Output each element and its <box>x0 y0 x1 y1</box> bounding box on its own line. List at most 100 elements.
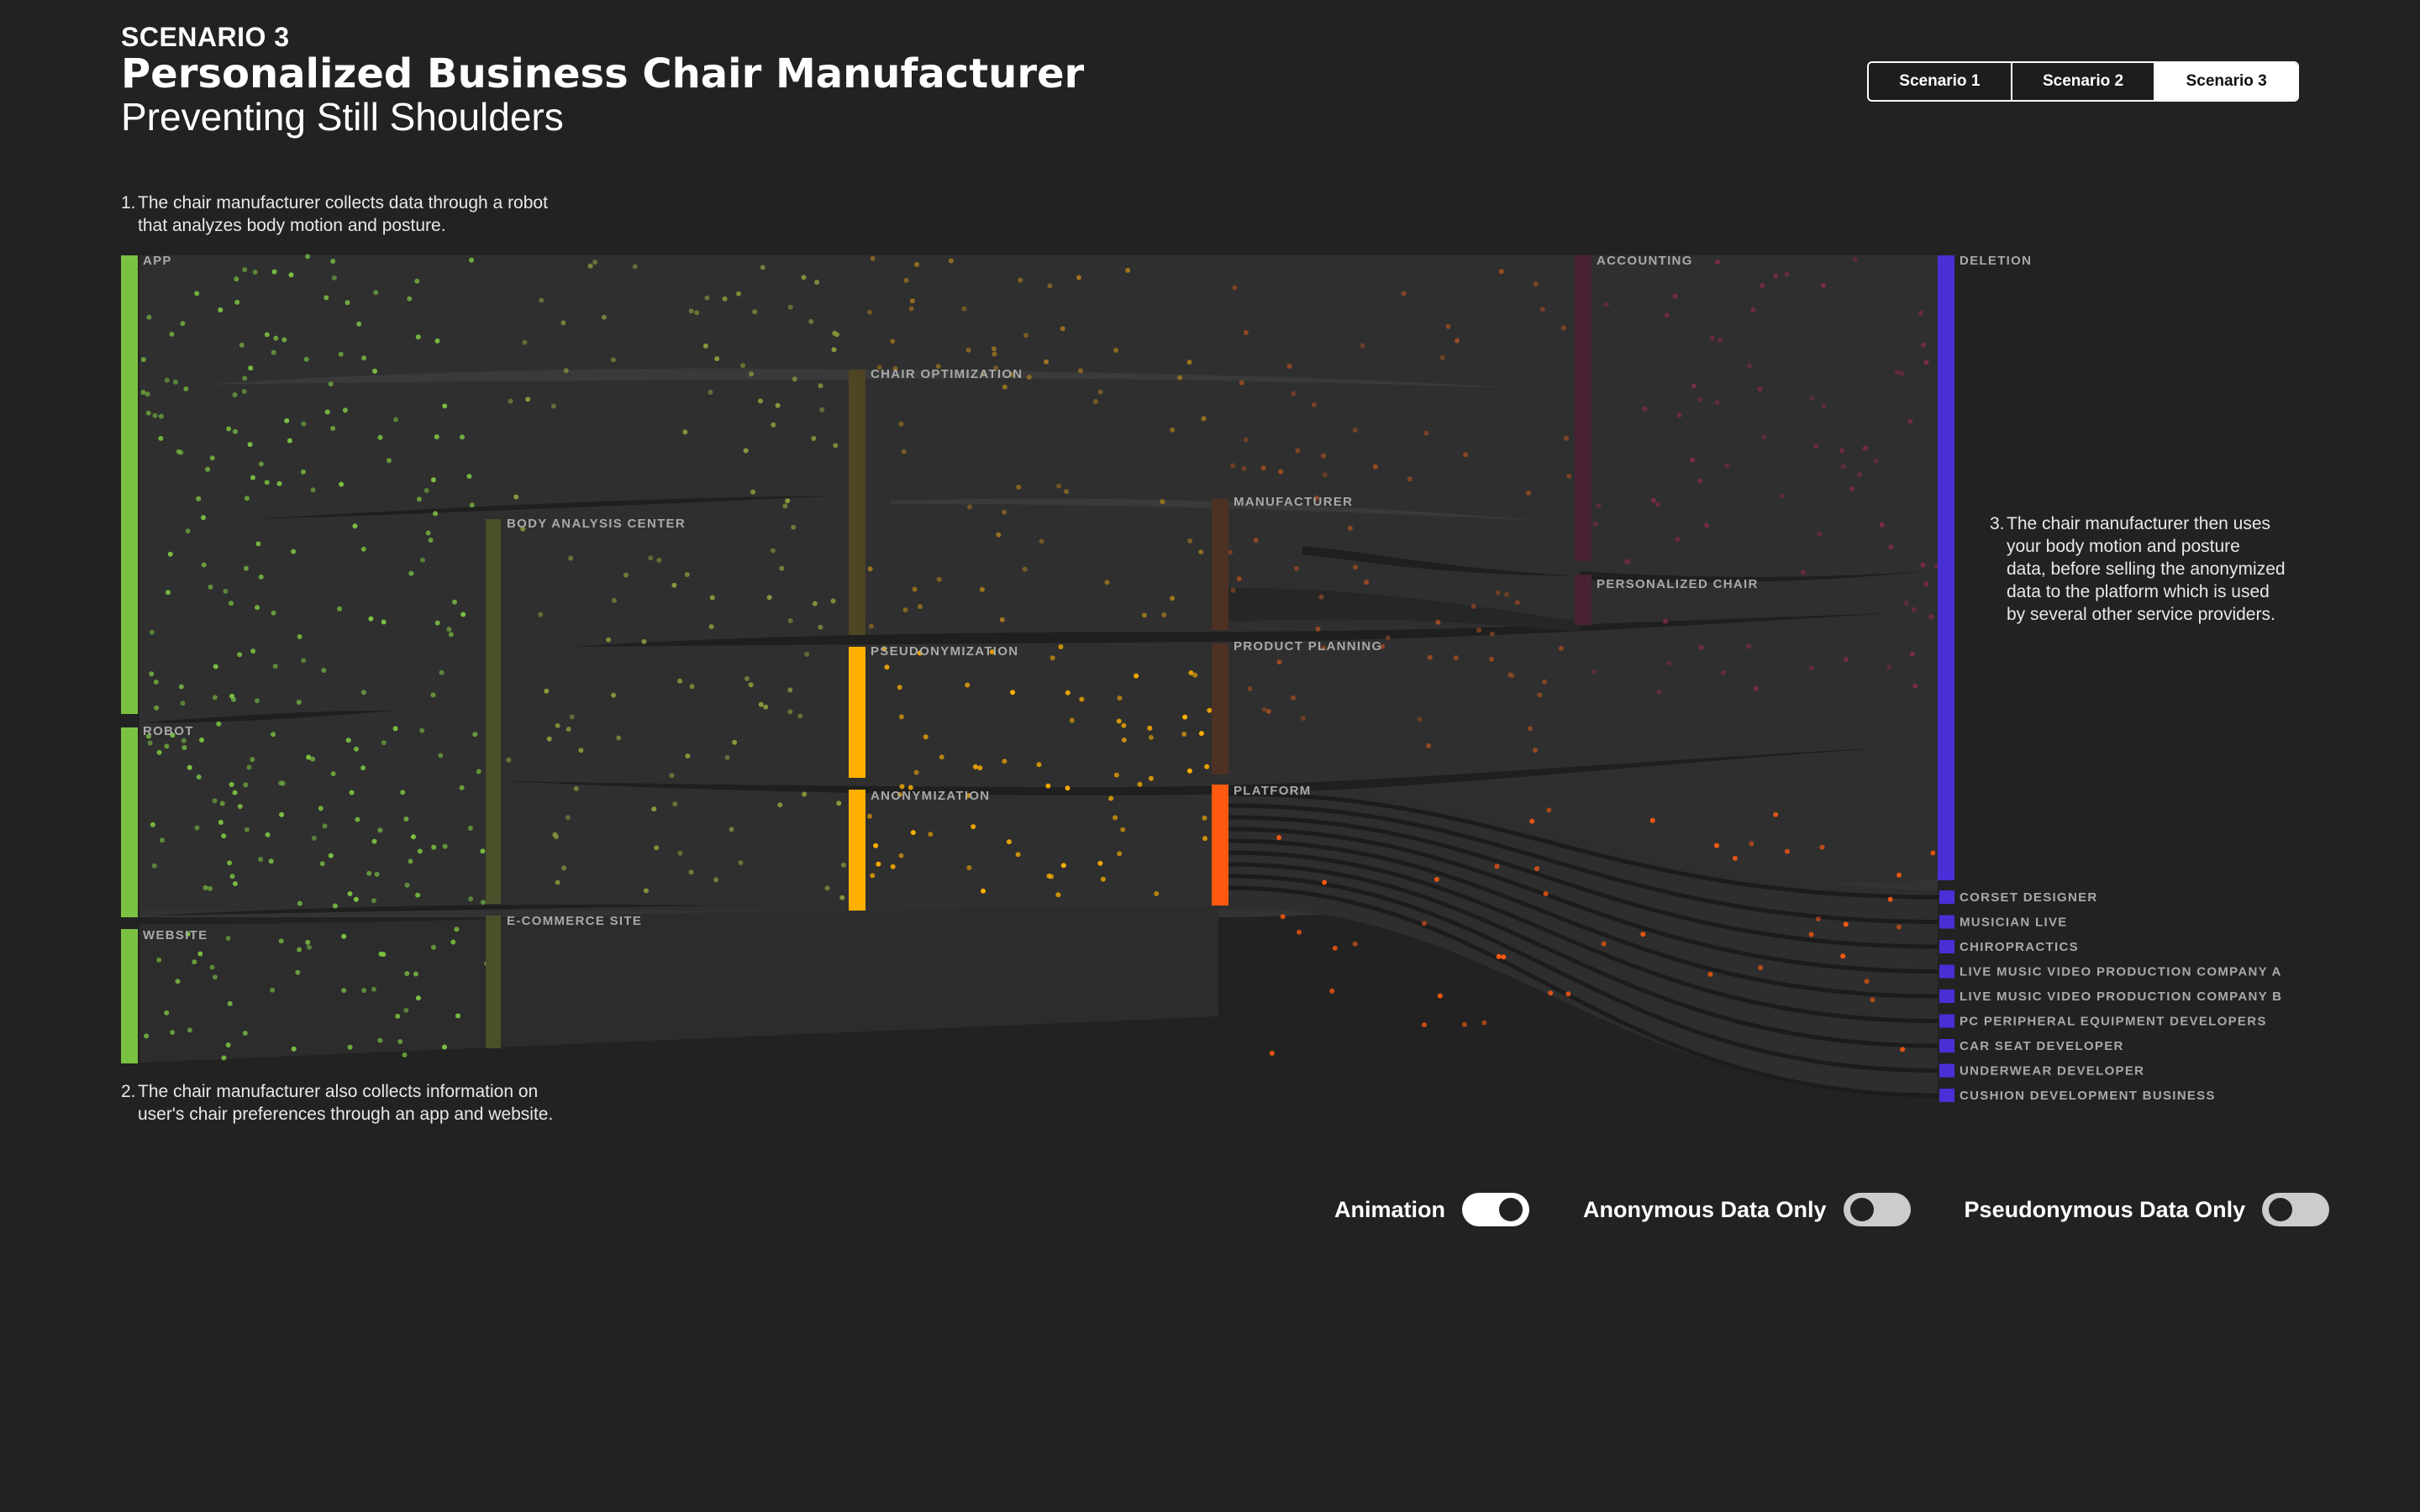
data-particle <box>377 827 383 833</box>
data-particle <box>1181 732 1187 737</box>
data-particle <box>999 617 1005 622</box>
data-particle <box>372 368 377 374</box>
data-particle <box>425 530 431 536</box>
data-particle <box>738 860 744 865</box>
data-particle <box>884 664 890 670</box>
data-particle <box>330 259 336 264</box>
data-particle <box>413 971 418 977</box>
data-particle <box>513 494 519 500</box>
data-particle <box>300 469 306 475</box>
data-particle <box>648 555 654 561</box>
data-particle <box>469 257 474 263</box>
node-bar-robot <box>121 727 138 917</box>
data-particle <box>1455 338 1460 344</box>
data-particle <box>682 429 688 435</box>
data-particle <box>1026 375 1032 380</box>
data-particle <box>908 785 913 790</box>
data-particle <box>1422 921 1427 927</box>
data-particle <box>1815 916 1821 921</box>
note-app-website-collection: 2.The chair manufacturer also collects i… <box>121 1080 553 1126</box>
data-particle <box>273 335 279 341</box>
data-particle <box>1065 690 1071 696</box>
data-particle <box>221 833 227 839</box>
data-particle <box>1564 435 1569 441</box>
data-particle <box>1862 445 1868 451</box>
data-particle <box>360 546 366 552</box>
data-particle <box>1422 1022 1427 1027</box>
data-particle <box>434 434 439 439</box>
data-particle <box>1322 879 1328 885</box>
data-particle <box>908 306 914 312</box>
data-particle <box>1546 807 1552 813</box>
data-particle <box>573 785 579 791</box>
data-particle <box>1821 403 1827 409</box>
data-particle <box>1840 953 1846 959</box>
data-particle <box>787 304 793 310</box>
data-particle <box>1761 434 1767 440</box>
data-particle <box>1318 594 1324 600</box>
data-particle <box>1923 360 1929 365</box>
node-bar-website <box>121 929 138 1063</box>
data-particle <box>1046 873 1052 879</box>
data-particle <box>1018 277 1023 283</box>
data-particle <box>328 853 334 858</box>
flow-bands <box>139 255 1939 1098</box>
node-labels: APP ROBOT WEBSITE BODY ANALYSIS CENTER E… <box>143 254 2031 942</box>
tab-scenario-3[interactable]: Scenario 3 <box>2154 63 2297 100</box>
data-particle <box>181 738 187 743</box>
data-particle <box>654 845 660 851</box>
data-particle <box>913 769 919 775</box>
data-particle <box>1353 564 1358 570</box>
data-particle <box>899 784 905 790</box>
animation-toggle[interactable] <box>1462 1193 1529 1226</box>
data-particle <box>782 503 788 509</box>
data-particle <box>1170 427 1176 433</box>
data-particle <box>791 524 797 530</box>
data-particle <box>992 346 997 352</box>
data-particle <box>1642 406 1648 412</box>
data-particle <box>785 498 791 504</box>
data-particle <box>310 487 316 493</box>
data-particle <box>1276 835 1282 841</box>
tab-scenario-1[interactable]: Scenario 1 <box>1869 63 2011 100</box>
data-particle <box>201 562 207 568</box>
data-particle <box>643 888 649 894</box>
data-particle <box>342 407 348 413</box>
pseudonymous-data-toggle[interactable] <box>2262 1193 2330 1226</box>
data-particle <box>890 864 896 869</box>
data-particle <box>209 964 215 970</box>
data-particle <box>892 366 898 371</box>
data-particle <box>923 734 929 740</box>
data-particle <box>1076 275 1081 281</box>
data-particle <box>229 782 234 787</box>
tab-scenario-2[interactable]: Scenario 2 <box>2010 63 2154 100</box>
data-particle <box>606 637 612 643</box>
data-particle <box>881 646 887 652</box>
data-particle <box>420 557 425 563</box>
data-particle <box>1592 521 1598 527</box>
data-particle <box>1239 380 1244 386</box>
data-particle <box>965 347 971 353</box>
data-particle <box>1724 463 1730 469</box>
data-particle <box>355 816 360 822</box>
data-particle <box>1427 654 1433 660</box>
data-particle <box>353 896 359 902</box>
data-particle <box>402 1052 408 1058</box>
data-particle <box>271 732 276 738</box>
data-particle <box>1930 850 1936 856</box>
data-particle <box>234 276 239 282</box>
data-particle <box>288 272 294 278</box>
data-particle <box>1753 685 1759 691</box>
anonymous-data-toggle[interactable] <box>1843 1193 1911 1226</box>
data-particle <box>268 858 274 864</box>
data-particle <box>460 434 465 440</box>
data-particle <box>1560 325 1566 331</box>
data-particle <box>178 684 184 690</box>
data-particle <box>339 481 345 487</box>
data-particle <box>158 413 164 419</box>
data-particle <box>180 701 186 706</box>
data-particle <box>175 979 181 984</box>
data-particle <box>870 873 876 879</box>
node-bar-app <box>121 255 138 714</box>
data-particle <box>231 696 236 702</box>
